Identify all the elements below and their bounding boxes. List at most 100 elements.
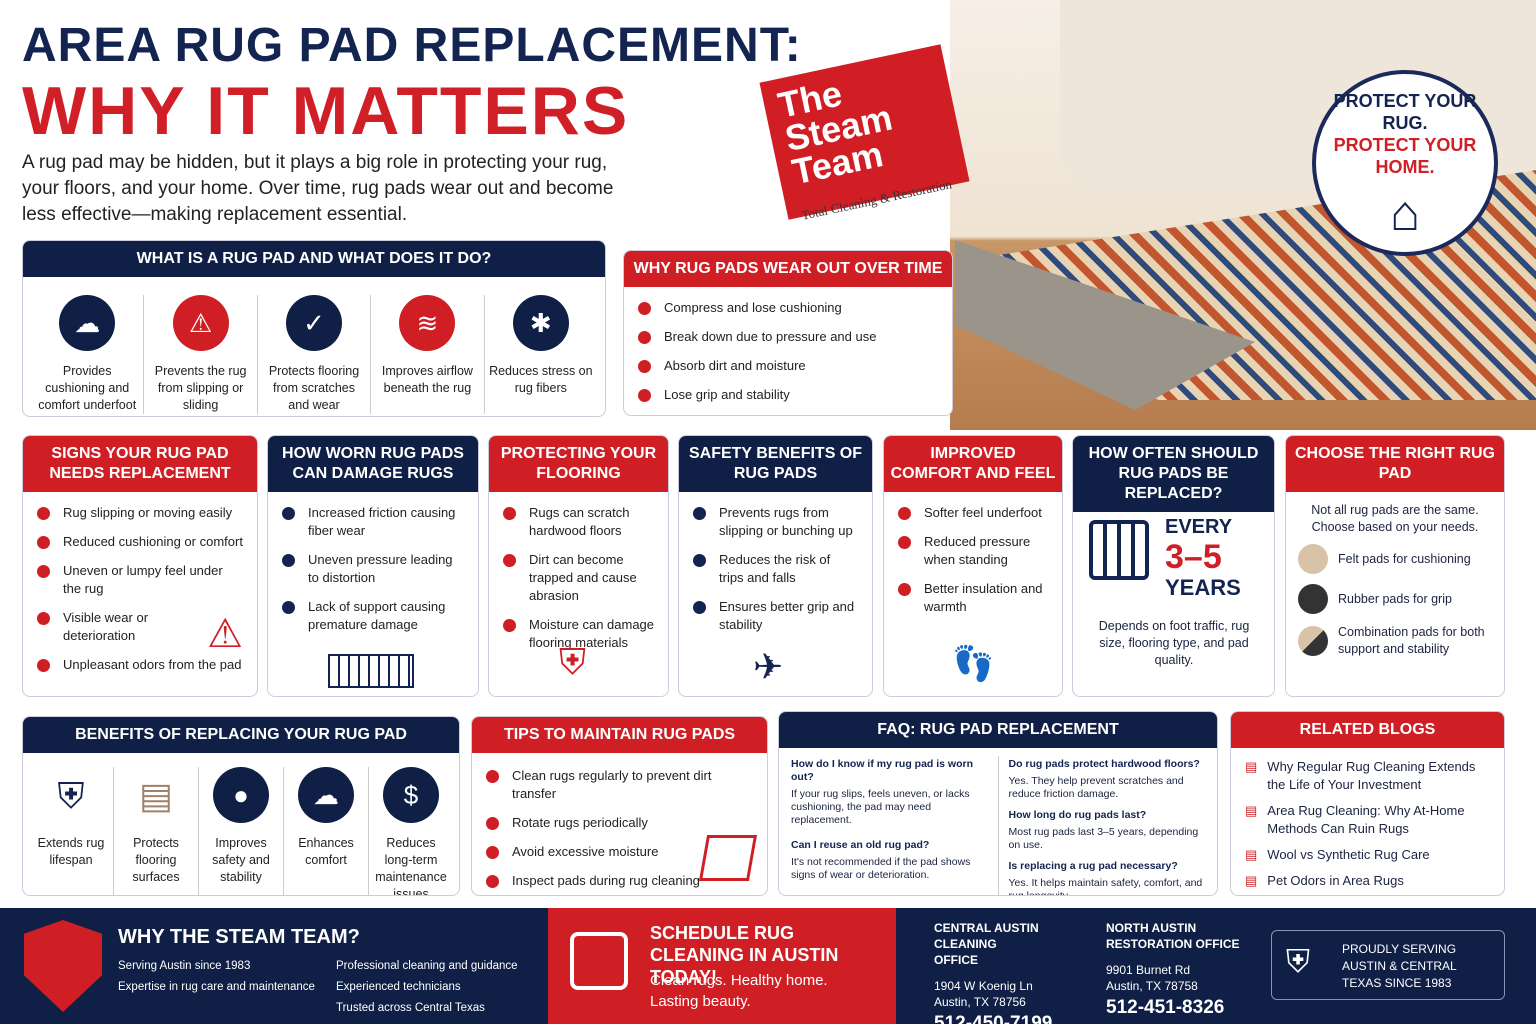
why-point: Professional cleaning and guidance bbox=[336, 960, 518, 972]
blogs-title: RELATED BLOGS bbox=[1231, 712, 1504, 748]
wear-title: WHY RUG PADS WEAR OUT OVER TIME bbox=[624, 251, 952, 287]
comfort-item: Softer feel underfoot bbox=[898, 504, 1048, 522]
damage-title: HOW WORN RUG PADS CAN DAMAGE RUGS bbox=[268, 436, 478, 492]
falling-person-icon: ✈ bbox=[753, 646, 784, 687]
safety-item: Ensures better grip and stability bbox=[693, 598, 858, 634]
document-icon: ▤ bbox=[1245, 847, 1258, 862]
office2-address: Austin, TX 78758 bbox=[1106, 979, 1198, 993]
tips-item: Inspect pads during rug cleaning bbox=[486, 872, 753, 890]
flooring-title: PROTECTING YOUR FLOORING bbox=[489, 436, 668, 492]
footprints-icon: 👣 bbox=[952, 645, 995, 683]
tips-item: Avoid excessive moisture bbox=[486, 843, 753, 861]
person-icon: ● bbox=[213, 767, 269, 823]
choose-item: Rubber pads for grip bbox=[1338, 591, 1452, 606]
cta-panel[interactable]: SCHEDULE RUG CLEANING IN AUSTIN TODAY! C… bbox=[548, 908, 896, 1024]
signs-card: SIGNS YOUR RUG PAD NEEDS REPLACEMENT Rug… bbox=[22, 435, 258, 697]
comfort-card: IMPROVED COMFORT AND FEEL Softer feel un… bbox=[883, 435, 1063, 697]
shield-icon: ⛨ bbox=[57, 774, 85, 816]
faq-title: FAQ: RUG PAD REPLACEMENT bbox=[779, 712, 1217, 748]
document-icon: ▤ bbox=[1245, 759, 1258, 774]
benefits-card: BENEFITS OF REPLACING YOUR RUG PAD ⛨ Exte… bbox=[22, 716, 460, 896]
why-title: WHY THE STEAM TEAM? bbox=[118, 926, 360, 948]
faq-a: It's not recommended if the pad shows si… bbox=[791, 856, 971, 881]
protect-badge: PROTECT YOUR RUG. PROTECT YOUR HOME. ⌂ bbox=[1312, 70, 1498, 256]
flooring-item: Moisture can damage flooring materials bbox=[503, 616, 654, 652]
office1-phone[interactable]: 512-450-7199 bbox=[934, 1013, 1053, 1034]
damage-card: HOW WORN RUG PADS CAN DAMAGE RUGS Increa… bbox=[267, 435, 479, 697]
wear-item: Break down due to pressure and use bbox=[638, 328, 938, 346]
often-card: HOW OFTEN SHOULD RUG PADS BE REPLACED? E… bbox=[1072, 435, 1275, 697]
dollar-icon: $ bbox=[383, 767, 439, 823]
felt-pad-icon bbox=[1298, 544, 1328, 574]
choose-item: Combination pads for both support and st… bbox=[1338, 625, 1485, 656]
signs-item: Uneven or lumpy feel under the rug bbox=[37, 562, 243, 598]
benefits-item: Extends rug lifespan bbox=[37, 836, 105, 867]
fiber-icon: ✱ bbox=[512, 295, 569, 351]
comfort-title: IMPROVED COMFORT AND FEEL bbox=[884, 436, 1062, 492]
damage-item: Increased friction causing fiber wear bbox=[282, 504, 464, 540]
what-item: Protects flooring from scratches and wea… bbox=[268, 364, 360, 412]
why-point: Serving Austin since 1983 bbox=[118, 960, 251, 972]
intro-text: A rug pad may be hidden, but it plays a … bbox=[22, 152, 614, 225]
cta-title: SCHEDULE RUG CLEANING IN AUSTIN TODAY! bbox=[650, 923, 839, 987]
rubber-pad-icon bbox=[1298, 584, 1328, 614]
house-icon: ⌂ bbox=[1389, 185, 1421, 241]
why-point: Experienced technicians bbox=[336, 981, 461, 993]
star-shield-icon: ⛨ bbox=[1286, 943, 1311, 979]
choose-item: Felt pads for cushioning bbox=[1338, 551, 1471, 566]
faq-a: Yes. They help prevent scratches and red… bbox=[1008, 775, 1184, 800]
what-item: Improves airflow beneath the rug bbox=[381, 364, 473, 395]
blog-link[interactable]: Area Rug Cleaning: Why At-Home Methods C… bbox=[1267, 803, 1465, 836]
flooring-item: Rugs can scratch hardwood floors bbox=[503, 504, 654, 540]
safety-title: SAFETY BENEFITS OF RUG PADS bbox=[679, 436, 872, 492]
benefits-item: Reduces long-term maintenance issues bbox=[375, 836, 447, 896]
damage-item: Uneven pressure leading to distortion bbox=[282, 551, 464, 587]
wear-card: WHY RUG PADS WEAR OUT OVER TIME Compress… bbox=[623, 250, 953, 416]
wear-item: Absorb dirt and moisture bbox=[638, 357, 938, 375]
safety-card: SAFETY BENEFITS OF RUG PADS Prevents rug… bbox=[678, 435, 873, 697]
calendar-icon bbox=[1089, 520, 1149, 580]
why-point: Trusted across Central Texas bbox=[336, 1002, 485, 1014]
wear-item: Compress and lose cushioning bbox=[638, 299, 938, 317]
comfort-item: Reduced pressure when standing bbox=[898, 533, 1048, 569]
serving-box: ⛨ PROUDLY SERVING AUSTIN & CENTRAL TEXAS… bbox=[1271, 930, 1505, 1000]
faq-q: Can I reuse an old rug pad? bbox=[791, 839, 930, 851]
choose-card: CHOOSE THE RIGHT RUG PAD Not all rug pad… bbox=[1285, 435, 1505, 697]
benefits-item: Protects flooring surfaces bbox=[132, 836, 180, 884]
what-card: WHAT IS A RUG PAD AND WHAT DOES IT DO? ☁… bbox=[22, 240, 606, 417]
airflow-icon: ≋ bbox=[399, 295, 456, 351]
blog-link[interactable]: Wool vs Synthetic Rug Care bbox=[1267, 847, 1430, 862]
what-item: Prevents the rug from slipping or slidin… bbox=[154, 364, 247, 412]
benefits-item: Improves safety and stability bbox=[212, 836, 270, 884]
damage-item: Lack of support causing premature damage bbox=[282, 598, 464, 634]
title-line1: AREA RUG PAD REPLACEMENT: bbox=[22, 19, 802, 72]
benefits-title: BENEFITS OF REPLACING YOUR RUG PAD bbox=[23, 717, 459, 753]
cloud-icon: ☁ bbox=[59, 295, 116, 351]
office1-address: 1904 W Koenig Ln bbox=[934, 979, 1033, 993]
signs-item: Reduced cushioning or comfort bbox=[37, 533, 243, 551]
what-item: Reduces stress on rug fibers bbox=[489, 364, 593, 395]
shield-check-icon: ⛨ bbox=[559, 641, 587, 682]
blog-link[interactable]: Pet Odors in Area Rugs bbox=[1267, 873, 1404, 888]
faq-a: Most rug pads last 3–5 years, depending … bbox=[1008, 826, 1199, 851]
serving-text: PROUDLY SERVING AUSTIN & CENTRAL TEXAS S… bbox=[1342, 942, 1457, 990]
office2-address: 9901 Burnet Rd bbox=[1106, 963, 1191, 977]
faq-q: How long do rug pads last? bbox=[1008, 809, 1147, 821]
faq-a: Yes. It helps maintain safety, comfort, … bbox=[1008, 877, 1203, 896]
safety-item: Reduces the risk of trips and falls bbox=[693, 551, 858, 587]
shield-icon: ✓ bbox=[286, 295, 343, 351]
comfort-item: Better insulation and warmth bbox=[898, 580, 1048, 616]
faq-q: Is replacing a rug pad necessary? bbox=[1008, 860, 1178, 872]
office1-name: CENTRAL AUSTIN CLEANING OFFICE bbox=[934, 921, 1039, 967]
floor-icon: ▤ bbox=[138, 774, 173, 816]
blog-link[interactable]: Why Regular Rug Cleaning Extends the Lif… bbox=[1267, 759, 1476, 792]
benefits-item: Enhances comfort bbox=[298, 836, 354, 867]
choose-intro: Not all rug pads are the same. Choose ba… bbox=[1311, 503, 1479, 534]
safety-item: Prevents rugs from slipping or bunching … bbox=[693, 504, 858, 540]
often-range: 3–5 bbox=[1165, 538, 1222, 576]
badge-line2: PROTECT YOUR HOME. bbox=[1333, 135, 1477, 177]
office2-phone[interactable]: 512-451-8326 bbox=[1106, 997, 1225, 1018]
wear-item: Lose grip and stability bbox=[638, 386, 938, 404]
tips-title: TIPS TO MAINTAIN RUG PADS bbox=[472, 717, 767, 753]
faq-q: How do I know if my rug pad is worn out? bbox=[791, 758, 974, 783]
